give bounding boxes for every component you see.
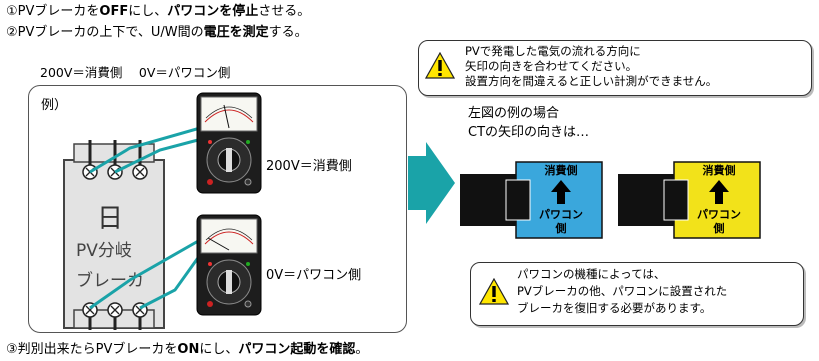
example-label: 例） <box>41 98 68 113</box>
warning-icon <box>425 52 455 79</box>
step-3-on: ON <box>177 342 200 357</box>
ct-1-top-label: 消費側 <box>545 163 578 177</box>
ct-2-bottom-label-1: パワコン <box>697 208 741 221</box>
bottom-reading-label: 0V＝パワコン側 <box>266 268 362 283</box>
ct-sensor-2: 消費側 パワコン 側 <box>618 161 761 239</box>
step-1: ①PVブレーカをOFFにし、パワコンを停止させる。 <box>6 4 310 20</box>
pv-breaker <box>63 140 165 330</box>
step-3: ③判別出来たらPVブレーカをONにし、パワコン起動を確認。 <box>6 342 368 358</box>
ct-example-line-1: 左図の例の場合 <box>468 106 560 121</box>
ct-2-bottom-label-2: 側 <box>713 221 725 235</box>
step-3-suffix: 。 <box>355 342 369 357</box>
ct-2-top-label: 消費側 <box>703 163 736 177</box>
step-2-bold: 電圧を測定 <box>203 25 269 40</box>
warning-box-top: PVで発電した電気の流れる方向に 矢印の向きを合わせてください。 設置方向を間違… <box>418 40 812 96</box>
step-3-bold: パワコン起動を確認 <box>238 342 356 357</box>
warning-icon <box>479 278 509 305</box>
step-2-suffix: する。 <box>268 25 308 40</box>
breaker-label-1: PV分岐 <box>76 241 132 261</box>
breaker-label-2: ブレーカ <box>76 271 144 291</box>
multimeter-top <box>196 92 262 194</box>
top-reading-label: 200V＝消費側 <box>266 159 352 174</box>
warning-2-line-3: ブレーカを復旧する必要があります。 <box>517 301 712 315</box>
ct-example-line-2: CTの矢印の向きは… <box>468 125 590 140</box>
warning-box-bottom: パワコンの機種によっては、 PVブレーカの他、パワコンに設置された ブレーカを復… <box>470 262 804 326</box>
step-2: ②PVブレーカの上下で、U/W間の電圧を測定する。 <box>6 25 308 41</box>
breaker-symbol: 日 <box>97 204 124 234</box>
step-1-off: OFF <box>99 4 129 19</box>
ct-example-text: 左図の例の場合 CTの矢印の向きは… <box>468 104 589 142</box>
right-arrow-icon <box>408 142 455 224</box>
warning-2-line-2: PVブレーカの他、パワコンに設置された <box>517 284 728 298</box>
ct-1-bottom-label-2: 側 <box>555 221 567 235</box>
step-1-bold: パワコンを停止 <box>167 4 259 19</box>
legend-line: 200V＝消費側 0V＝パワコン側 <box>40 65 231 80</box>
warning-2-line-1: パワコンの機種によっては、 <box>517 267 666 281</box>
step-1-mid: にし、 <box>128 4 168 19</box>
multimeter-bottom <box>196 214 262 316</box>
warning-1-line-2: 矢印の向きを合わせてください。 <box>465 59 638 73</box>
step-1-text: ①PVブレーカを <box>6 4 100 19</box>
warning-1-line-3: 設置方向を間違えると正しい計測ができません。 <box>465 74 718 88</box>
warning-1-line-1: PVで発電した電気の流れる方向に <box>465 44 641 58</box>
step-3-text: ③判別出来たらPVブレーカを <box>6 342 178 357</box>
step-3-mid: にし、 <box>199 342 239 357</box>
ct-sensor-1: 消費側 パワコン 側 <box>460 161 603 239</box>
step-2-text: ②PVブレーカの上下で、U/W間の <box>6 25 204 40</box>
step-1-suffix: させる。 <box>258 4 311 19</box>
ct-1-bottom-label-1: パワコン <box>539 208 583 221</box>
